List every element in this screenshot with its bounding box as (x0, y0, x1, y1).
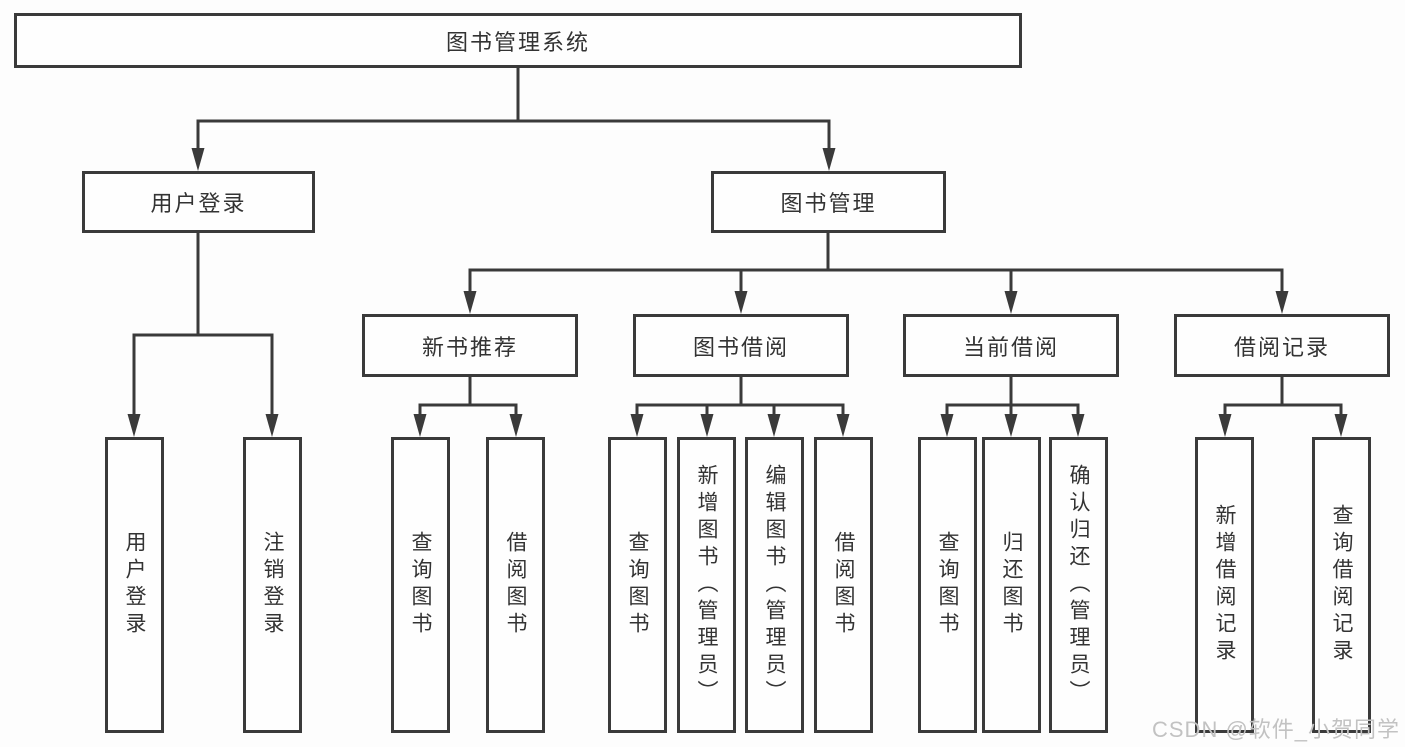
csdn-watermark: CSDN @软件_小贺同学 (1152, 717, 1401, 742)
leaf-user-login: 用户登录 (105, 437, 164, 733)
leaf-query-borrow-record: 查询借阅记录 (1312, 437, 1371, 733)
node-user-login: 用户登录 (82, 171, 315, 233)
leaf-borrow-books-borrowing: 借阅图书 (814, 437, 873, 733)
node-book-borrowing: 图书借阅 (633, 314, 849, 377)
node-borrowing-records: 借阅记录 (1174, 314, 1390, 377)
leaf-logout: 注销登录 (243, 437, 302, 733)
leaf-query-books-recommend: 查询图书 (391, 437, 450, 733)
leaf-confirm-return-admin: 确认归还（管理员） (1049, 437, 1108, 733)
node-new-book-recommend: 新书推荐 (362, 314, 578, 377)
leaf-add-borrow-record: 新增借阅记录 (1195, 437, 1254, 733)
leaf-query-books-current: 查询图书 (918, 437, 977, 733)
leaf-borrow-books-recommend: 借阅图书 (486, 437, 545, 733)
node-book-management: 图书管理 (711, 171, 946, 233)
leaf-add-books-admin: 新增图书（管理员） (677, 437, 736, 733)
leaf-return-books: 归还图书 (982, 437, 1041, 733)
leaf-edit-books-admin: 编辑图书（管理员） (745, 437, 804, 733)
node-current-borrowing: 当前借阅 (903, 314, 1119, 377)
node-root-system: 图书管理系统 (14, 13, 1022, 68)
leaf-query-books-borrowing: 查询图书 (608, 437, 667, 733)
